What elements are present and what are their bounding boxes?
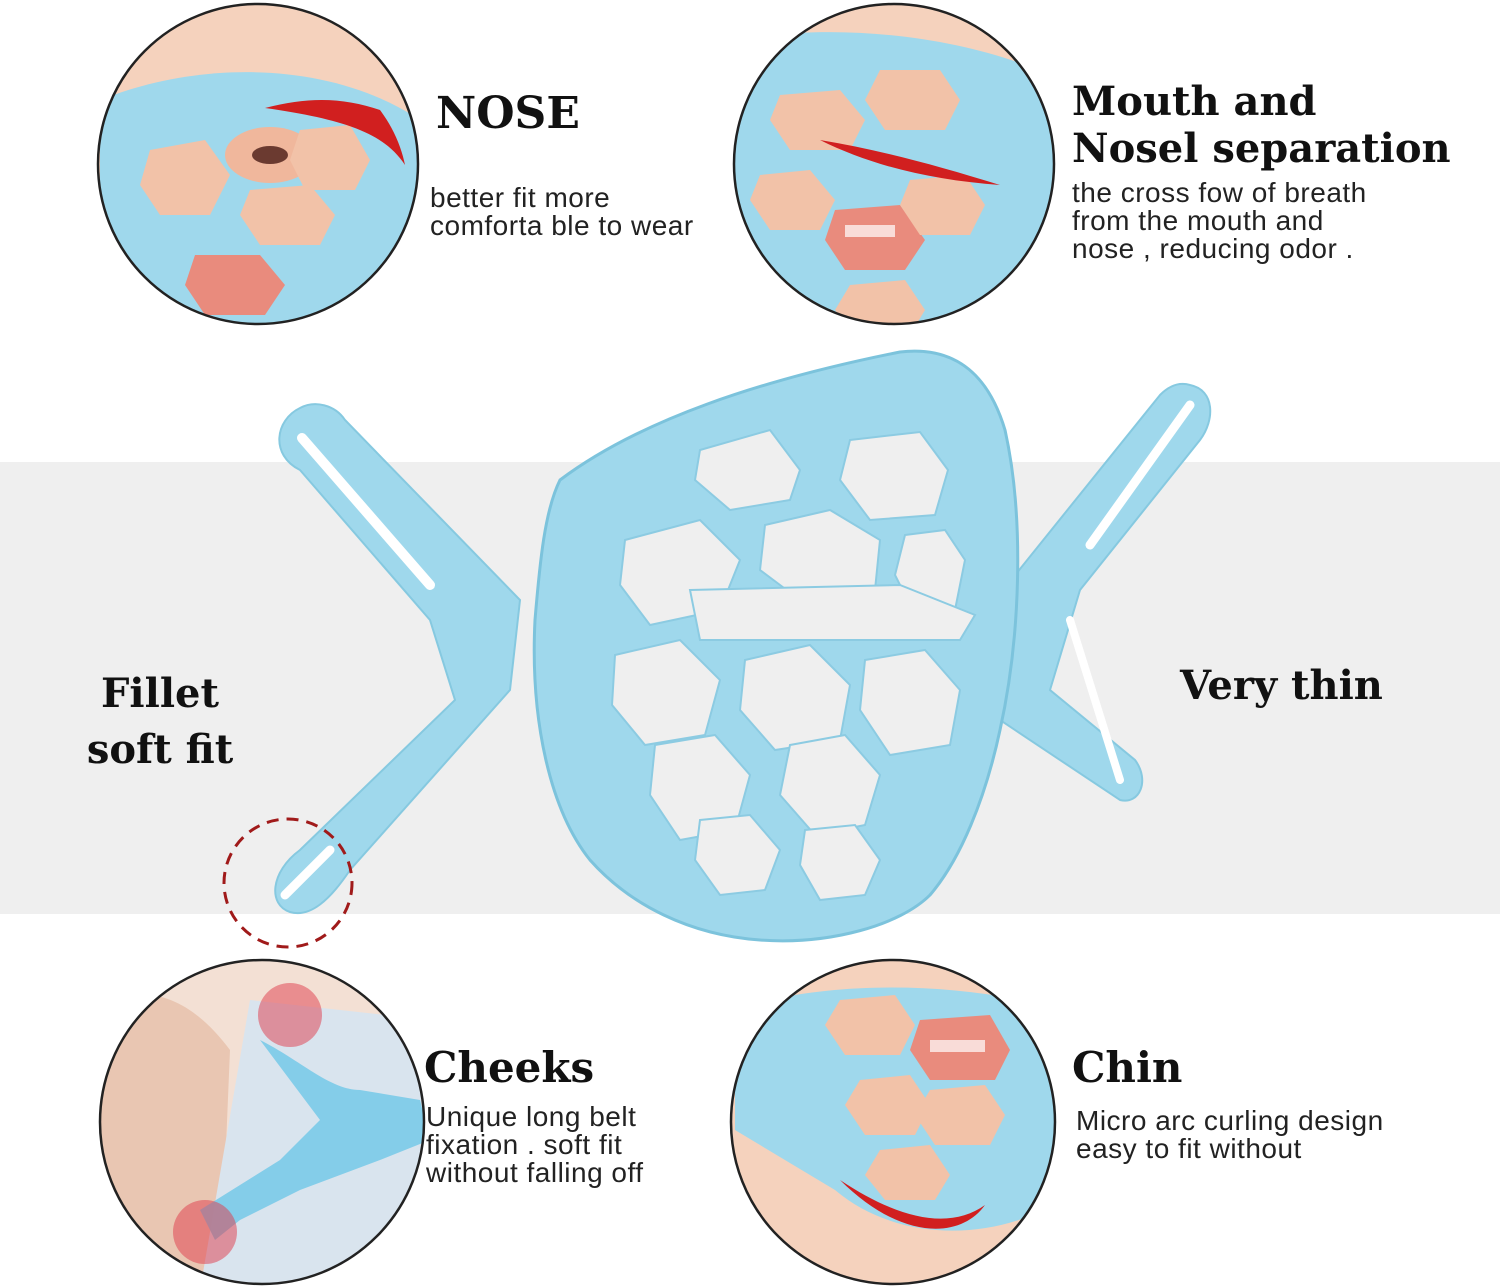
cheeks-desc-line2: fixation . soft fit	[426, 1129, 623, 1160]
mask-bracket	[274, 349, 1212, 943]
mouth-desc-line1: the cross fow of breath	[1072, 177, 1367, 208]
mouth-closeup	[734, 4, 1054, 324]
chin-title: Chin	[1072, 1043, 1183, 1092]
nose-title: NOSE	[436, 88, 580, 139]
chin-desc-line1: Micro arc curling design	[1076, 1105, 1384, 1136]
right-strap	[993, 382, 1212, 802]
chin-desc-line2: easy to fit without	[1076, 1133, 1302, 1164]
fillet-detail-circle	[222, 817, 354, 949]
chin-closeup	[731, 960, 1055, 1284]
cheeks-title: Cheeks	[424, 1043, 595, 1092]
cheeks-desc-line1: Unique long belt	[426, 1101, 637, 1132]
left-strap	[274, 403, 522, 915]
fillet-label: Fillet soft fit	[70, 666, 250, 778]
very-thin-label: Very thin	[1180, 662, 1383, 709]
nose-desc-line2: comforta ble to wear	[430, 210, 694, 241]
mouth-desc-line3: nose , reducing odor .	[1072, 233, 1354, 264]
mouth-title-line1: Mouth and	[1072, 78, 1317, 125]
cheeks-desc-line3: without falling off	[426, 1157, 644, 1188]
mouth-desc-line2: from the mouth and	[1072, 205, 1324, 236]
cheeks-closeup	[100, 960, 424, 1284]
fillet-line2: soft fit	[86, 726, 234, 773]
mouth-title-line2: Nosel separation	[1072, 125, 1451, 172]
nose-desc-line1: better fit more	[430, 182, 611, 213]
nose-closeup	[98, 4, 418, 324]
fillet-line1: Fillet	[101, 670, 219, 717]
